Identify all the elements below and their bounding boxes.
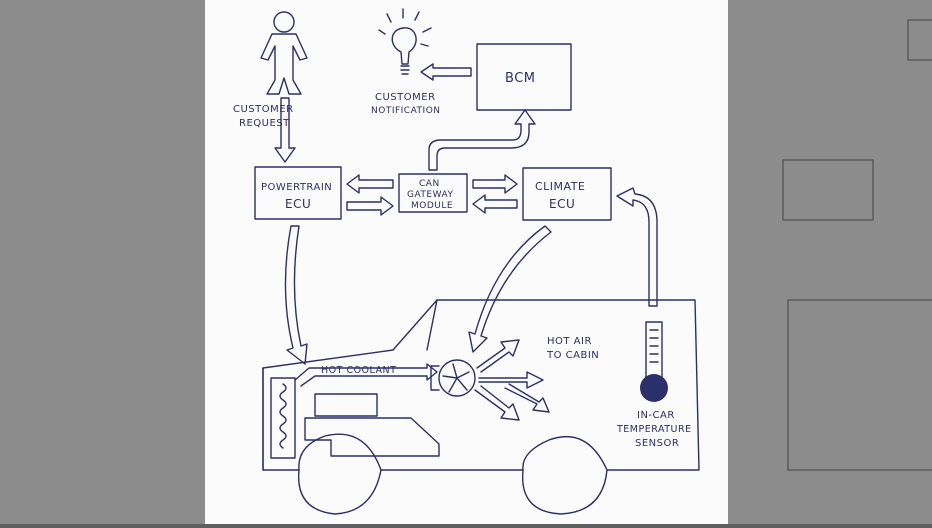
climate-ecu-label-line2: ECU [549, 197, 575, 211]
blurred-backdrop-left [0, 0, 205, 524]
customer-figure [260, 11, 308, 95]
backdrop-sketch-left [0, 0, 205, 524]
arrow-bcm-to-notification [420, 63, 472, 81]
lightbulb-icon [378, 8, 432, 75]
powertrain-ecu-label-line2: ECU [285, 197, 311, 211]
hot-air-label-line2: TO CABIN [546, 350, 599, 361]
arrow-powertrain-to-can [346, 196, 394, 216]
radiator [270, 377, 296, 459]
bcm-box [476, 43, 572, 111]
climate-ecu-label-line1: CLIMATE [535, 180, 585, 193]
hot-air-arrows [474, 339, 550, 421]
arrow-can-to-bcm [428, 109, 536, 171]
powertrain-ecu-box [254, 166, 342, 220]
sketch-diagram: CUSTOMER REQUEST CUSTOMER NOTIFICATION B… [233, 8, 700, 515]
hot-air-label-line1: HOT AIR [547, 336, 592, 347]
arrow-can-to-powertrain [346, 174, 394, 194]
engine-block [304, 393, 440, 457]
hot-coolant-label: HOT COOLANT [321, 365, 396, 376]
bcm-label: BCM [505, 71, 535, 86]
can-gateway-label-line3: MODULE [411, 201, 453, 211]
climate-ecu-box [522, 167, 612, 221]
backdrop-sketch-right [782, 19, 932, 471]
temp-sensor-label-line3: SENSOR [635, 438, 679, 449]
temperature-sensor-icon [640, 321, 668, 402]
temp-sensor-label-line2: TEMPERATURE [616, 424, 692, 435]
can-gateway-label-line2: GATEWAY [407, 190, 453, 200]
can-gateway-label-line1: CAN [419, 179, 440, 189]
arrow-customer-to-powertrain [274, 97, 296, 163]
customer-request-label-line1: CUSTOMER [233, 104, 294, 115]
hot-coolant-pipe [294, 363, 438, 387]
arrow-powertrain-to-engine [284, 225, 308, 365]
arrow-can-to-climate [472, 174, 518, 194]
customer-notification-label-line2: NOTIFICATION [371, 106, 441, 116]
arrow-climate-to-can [472, 194, 518, 214]
can-gateway-box [398, 173, 468, 213]
blower-fan-icon [430, 359, 476, 397]
temp-sensor-label-line1: IN-CAR [637, 410, 675, 421]
sketch-paper: CUSTOMER REQUEST CUSTOMER NOTIFICATION B… [205, 0, 728, 524]
blurred-backdrop-right [728, 0, 932, 524]
car-outline [262, 299, 700, 515]
arrow-climate-to-blower [468, 225, 552, 353]
arrow-sensor-to-climate [616, 187, 658, 307]
powertrain-ecu-label-line1: POWERTRAIN [261, 182, 332, 193]
customer-notification-label-line1: CUSTOMER [375, 92, 436, 103]
customer-request-label-line2: REQUEST [239, 118, 290, 129]
